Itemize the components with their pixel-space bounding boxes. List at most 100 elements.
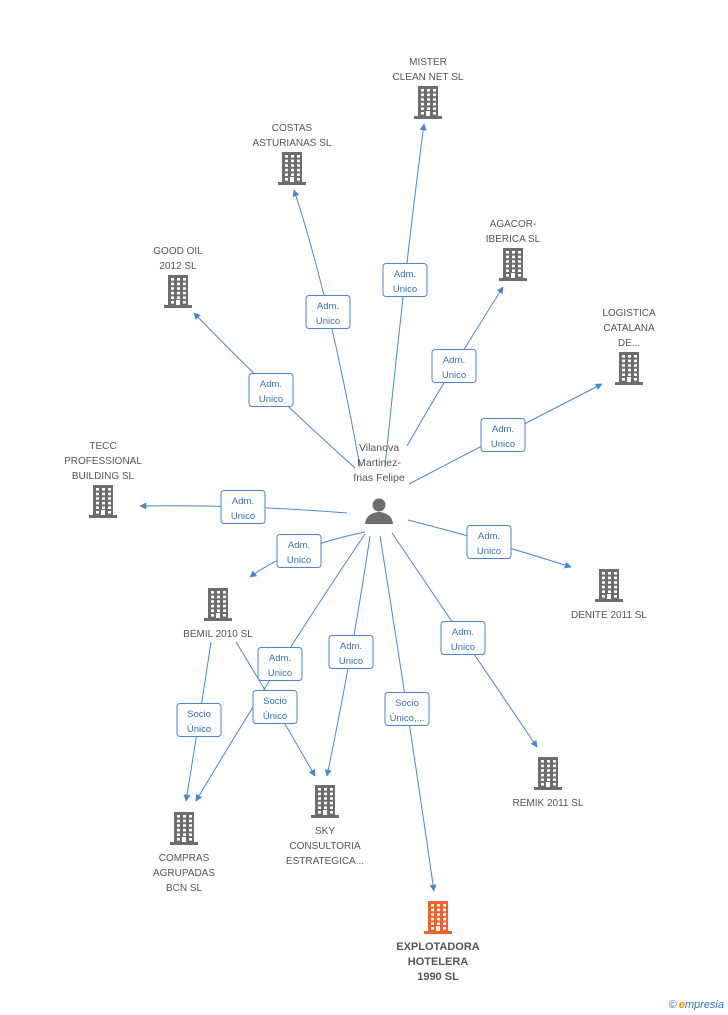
edge-label-text: Único bbox=[263, 711, 287, 722]
person-label: frias Felipe bbox=[353, 472, 405, 484]
edge-label-text: Unico bbox=[477, 546, 501, 557]
edge-label-text: Unico bbox=[393, 284, 417, 295]
edge-label-text: Socio bbox=[263, 696, 287, 707]
company-node-logistica[interactable]: LOGISTICACATALANADE... bbox=[602, 308, 656, 385]
edge-label-person-to-goodoil[interactable]: Adm. Unico bbox=[248, 373, 294, 407]
edge-label-box bbox=[440, 621, 486, 655]
building-icon bbox=[414, 86, 442, 119]
company-label: CATALANA bbox=[603, 323, 655, 334]
company-label: BCN SL bbox=[166, 883, 203, 894]
building-icon bbox=[278, 152, 306, 185]
building-icon bbox=[204, 588, 232, 621]
edge-label-box bbox=[480, 418, 526, 452]
edge-label-text: Único bbox=[187, 724, 211, 735]
building-icon bbox=[164, 275, 192, 308]
edge-label-text: Adm. bbox=[269, 653, 291, 664]
brand-logo-e: e bbox=[678, 999, 685, 1011]
company-node-remik[interactable]: REMIK 2011 SL bbox=[513, 757, 584, 809]
edge-label-person-to-mister[interactable]: Adm. Unico bbox=[382, 263, 428, 297]
company-label: SKY bbox=[315, 826, 335, 837]
edge-label-text: Socio bbox=[187, 709, 211, 720]
edge-label-text: Unico bbox=[442, 370, 466, 381]
company-node-agacor[interactable]: AGACOR-IBERICA SL bbox=[486, 219, 541, 281]
edge-label-box bbox=[257, 647, 303, 681]
company-label: ESTRATEGICA... bbox=[286, 856, 364, 867]
edge-label-person-to-logistica[interactable]: Adm.Unico bbox=[480, 418, 526, 452]
edge-label-person-to-sky[interactable]: Adm.Unico bbox=[328, 635, 374, 669]
company-label: COMPRAS bbox=[159, 853, 210, 864]
edge-label-text: Adm. bbox=[452, 627, 474, 638]
copyright-symbol: © bbox=[668, 999, 677, 1011]
edge-label-text: Adm. bbox=[394, 269, 416, 280]
edge-label-text: Adm. bbox=[492, 424, 514, 435]
edge-label-box bbox=[431, 349, 477, 383]
edge-labels-layer: Adm.UnicoAdm.UnicoAdm.UnicoAdm.UnicoAdm.… bbox=[176, 263, 526, 737]
edge-label-person-to-compras[interactable]: Adm. Unico bbox=[257, 647, 303, 681]
edge-label-box bbox=[305, 295, 351, 329]
edge-label-box bbox=[176, 703, 222, 737]
brand-logo-text: mpresia bbox=[684, 999, 724, 1011]
building-icon bbox=[534, 757, 562, 790]
company-label: EXPLOTADORA bbox=[396, 941, 480, 953]
edge-label-text: Adm. bbox=[478, 531, 500, 542]
edge-label-text: Unico bbox=[451, 642, 475, 653]
edge-label-text: Unico bbox=[316, 316, 340, 327]
company-label: REMIK 2011 SL bbox=[513, 798, 584, 809]
edge-label-text: Adm. bbox=[232, 496, 254, 507]
company-label: ASTURIANAS SL bbox=[253, 138, 332, 149]
building-icon bbox=[499, 248, 527, 281]
company-label: MISTER bbox=[409, 57, 447, 68]
company-node-denite[interactable]: DENITE 2011 SL bbox=[571, 569, 647, 621]
person-icon bbox=[365, 498, 393, 524]
company-node-sky[interactable]: SKY CONSULTORIA ESTRATEGICA... bbox=[286, 785, 364, 867]
edge-label-text: Unico bbox=[287, 555, 311, 566]
company-label: PROFESSIONAL bbox=[64, 456, 142, 467]
edge-label-box bbox=[328, 635, 374, 669]
edge-label-person-to-agacor[interactable]: Adm. Unico bbox=[431, 349, 477, 383]
edge-label-text: Adm. bbox=[443, 355, 465, 366]
building-icon bbox=[170, 812, 198, 845]
edge-label-box bbox=[220, 490, 266, 524]
person-label: Vilanova bbox=[359, 442, 399, 454]
company-label: CONSULTORIA bbox=[289, 841, 361, 852]
edge-label-text: Unico bbox=[268, 668, 292, 679]
edge-label-box bbox=[382, 263, 428, 297]
edge-label-text: Unico bbox=[259, 394, 283, 405]
company-node-costas[interactable]: COSTAS ASTURIANAS SL bbox=[253, 123, 332, 185]
empresia-logo[interactable]: ©empresia bbox=[669, 999, 724, 1011]
person-label: Martinez- bbox=[357, 457, 401, 469]
edge-label-text: Adm. bbox=[288, 540, 310, 551]
edge-label-box bbox=[466, 525, 512, 559]
company-node-bemil[interactable]: BEMIL 2010 SL bbox=[183, 588, 253, 640]
company-node-tecc[interactable]: TECC PROFESSIONAL BUILDING SL bbox=[64, 441, 142, 518]
company-label: COSTAS bbox=[272, 123, 313, 134]
company-label: 1990 SL bbox=[417, 971, 459, 983]
edge-label-text: Socio bbox=[395, 698, 419, 709]
edge-label-person-to-remik[interactable]: Adm. Unico bbox=[440, 621, 486, 655]
edge-label-person-to-denite[interactable]: Adm. Unico bbox=[466, 525, 512, 559]
company-label: DENITE 2011 SL bbox=[571, 610, 647, 621]
edge-label-box bbox=[252, 690, 298, 724]
company-label: BUILDING SL bbox=[72, 471, 135, 482]
company-label: AGACOR- bbox=[490, 219, 537, 230]
edge-label-person-to-tecc[interactable]: Adm.Unico bbox=[220, 490, 266, 524]
edge-label-person-to-costas[interactable]: Adm.Unico bbox=[305, 295, 351, 329]
edge-label-text: Adm. bbox=[260, 379, 282, 390]
edge-label-text: Único,... bbox=[390, 713, 425, 724]
company-label: TECC bbox=[89, 441, 116, 452]
edge-label-text: Adm. bbox=[340, 641, 362, 652]
main-building-icon bbox=[424, 901, 452, 934]
company-label: LOGISTICA bbox=[602, 308, 656, 319]
edge-label-box bbox=[276, 534, 322, 568]
edge-label-person-to-bemil[interactable]: Adm. Unico bbox=[276, 534, 322, 568]
edge-label-person-to-explotadora[interactable]: SocioÚnico,... bbox=[384, 692, 430, 726]
